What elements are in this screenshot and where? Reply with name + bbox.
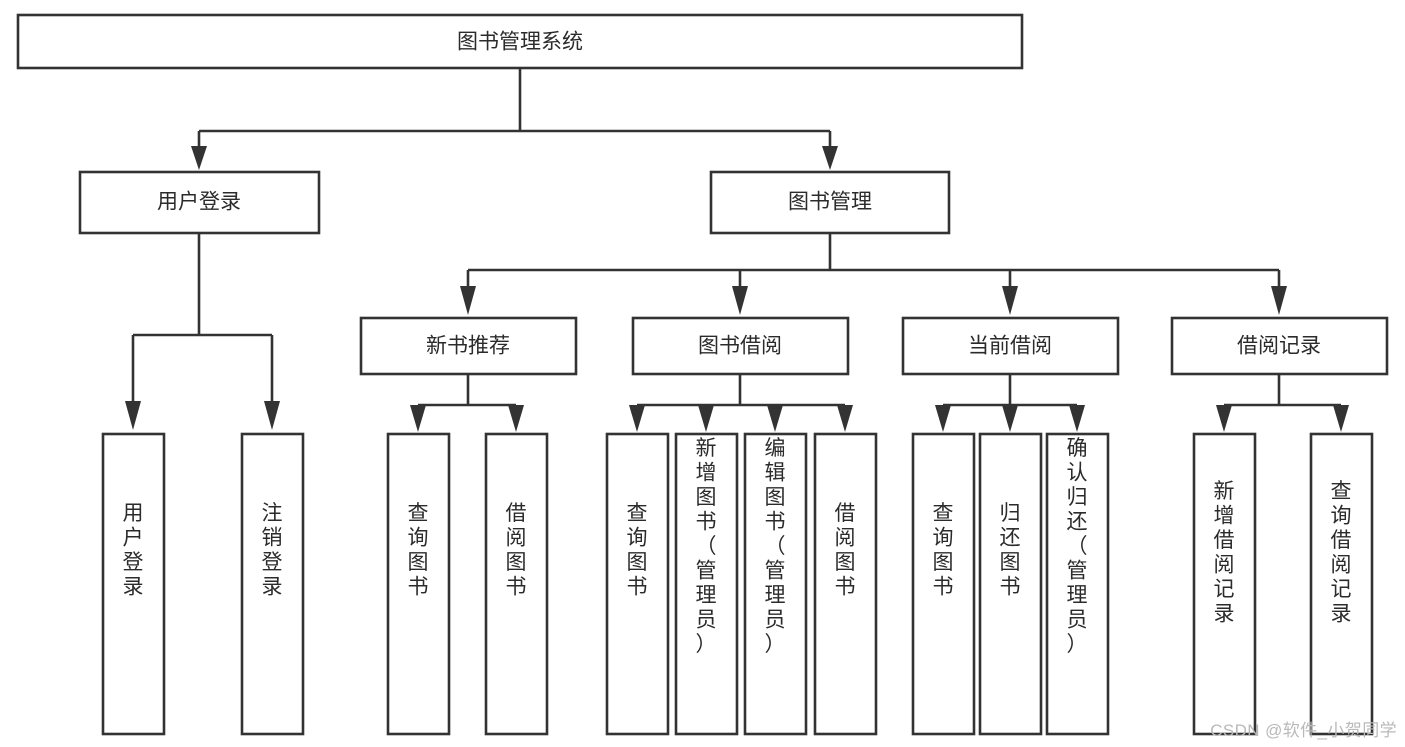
node-book-management[interactable]: 图书管理: [709, 170, 951, 235]
leaf-user-login-logout-box[interactable]: [240, 432, 305, 736]
leaf-record-query-record-label: 查询借阅记录: [1331, 480, 1352, 626]
leaf-borrow-borrow-book[interactable]: 借阅图书: [813, 432, 878, 736]
node-new-book-recommend[interactable]: 新书推荐: [359, 316, 578, 376]
leaf-record-query-record[interactable]: 查询借阅记录: [1309, 432, 1374, 736]
leaf-user-login-login[interactable]: 用户登录: [101, 432, 166, 736]
node-current-borrow-label: 当前借阅: [968, 335, 1052, 358]
leaf-record-add-record[interactable]: 新增借阅记录: [1192, 432, 1257, 736]
node-book-management-label: 图书管理: [788, 191, 872, 214]
leaf-recommend-query-book-label: 查询图书: [408, 502, 429, 599]
arrow-borrow-c2-icon: [698, 405, 714, 432]
arrow-recommend-c2-icon: [508, 405, 524, 432]
leaf-user-login-logout-label: 注销登录: [262, 502, 283, 599]
arrow-book-mgmt-c2-icon: [732, 286, 748, 315]
node-new-book-recommend-label: 新书推荐: [426, 335, 510, 358]
leaf-record-add-record-label: 新增借阅记录: [1214, 480, 1235, 626]
node-root-label: 图书管理系统: [457, 31, 583, 54]
leaf-borrow-query-book[interactable]: 查询图书: [605, 432, 670, 736]
arrow-borrow-c1-icon: [629, 405, 645, 432]
node-book-borrow-label: 图书借阅: [698, 335, 782, 358]
leaf-current-return-book-box[interactable]: [978, 432, 1043, 736]
node-current-borrow-box[interactable]: [901, 316, 1120, 376]
leaf-borrow-add-book-label: 新增图书（管理员）: [696, 437, 717, 656]
arrow-record-c1-icon: [1216, 405, 1232, 432]
leaf-recommend-query-book-box[interactable]: [386, 432, 451, 736]
node-borrow-record-label: 借阅记录: [1237, 335, 1321, 358]
leaf-borrow-edit-book[interactable]: 编辑图书（管理员）: [743, 432, 808, 736]
leaf-current-query-book[interactable]: 查询图书: [911, 432, 976, 736]
arrow-root-to-book-mgmt-icon: [822, 146, 838, 170]
node-user-login[interactable]: 用户登录: [78, 170, 321, 235]
leaf-recommend-borrow-book[interactable]: 借阅图书: [484, 432, 549, 736]
leaf-current-confirm-return-label: 确认归还（管理员）: [1067, 437, 1088, 656]
node-current-borrow[interactable]: 当前借阅: [901, 316, 1120, 376]
leaf-current-return-book[interactable]: 归还图书: [978, 432, 1043, 736]
leaf-current-return-book-label: 归还图书: [1000, 502, 1021, 599]
arrow-book-mgmt-c3-icon: [1002, 286, 1018, 315]
leaf-borrow-borrow-book-label: 借阅图书: [835, 502, 856, 599]
node-borrow-record[interactable]: 借阅记录: [1170, 316, 1389, 376]
arrow-book-mgmt-c4-icon: [1271, 286, 1287, 315]
node-user-login-label: 用户登录: [157, 191, 241, 214]
leaf-borrow-add-book[interactable]: 新增图书（管理员）: [674, 432, 739, 736]
arrow-current-c2-icon: [1002, 405, 1018, 432]
node-book-borrow-box[interactable]: [631, 316, 850, 376]
arrow-current-c3-icon: [1069, 405, 1085, 432]
node-book-management-box[interactable]: [709, 170, 951, 235]
leaf-borrow-borrow-book-box[interactable]: [813, 432, 878, 736]
arrow-borrow-c3-icon: [767, 405, 783, 432]
node-borrow-record-box[interactable]: [1170, 316, 1389, 376]
leaf-current-confirm-return-box[interactable]: [1045, 432, 1110, 736]
leaf-borrow-query-book-label: 查询图书: [627, 502, 648, 599]
leaf-borrow-edit-book-label: 编辑图书（管理员）: [765, 437, 786, 656]
arrow-user-login-child2-icon: [264, 401, 280, 430]
leaf-borrow-query-book-box[interactable]: [605, 432, 670, 736]
leaf-current-confirm-return[interactable]: 确认归还（管理员）: [1045, 432, 1110, 736]
node-new-book-recommend-box[interactable]: [359, 316, 578, 376]
leaf-user-login-logout[interactable]: 注销登录: [240, 432, 305, 736]
node-book-borrow[interactable]: 图书借阅: [631, 316, 850, 376]
leaf-borrow-add-book-box[interactable]: [674, 432, 739, 736]
node-user-login-box[interactable]: [78, 170, 321, 235]
leaf-user-login-login-box[interactable]: [101, 432, 166, 736]
arrow-record-c2-icon: [1333, 405, 1349, 432]
arrow-current-c1-icon: [935, 405, 951, 432]
leaf-recommend-query-book[interactable]: 查询图书: [386, 432, 451, 736]
leaf-user-login-login-label: 用户登录: [123, 502, 144, 599]
arrow-root-to-user-login-icon: [191, 146, 207, 170]
leaf-current-query-book-box[interactable]: [911, 432, 976, 736]
leaf-recommend-borrow-book-label: 借阅图书: [506, 502, 527, 599]
arrow-borrow-c4-icon: [837, 405, 853, 432]
leaf-current-query-book-label: 查询图书: [933, 502, 954, 599]
node-root-box[interactable]: [16, 13, 1024, 70]
arrow-book-mgmt-c1-icon: [460, 286, 476, 315]
csdn-watermark: CSDN @软件_小贺同学: [1210, 721, 1397, 740]
leaf-record-add-record-box[interactable]: [1192, 432, 1257, 736]
leaf-recommend-borrow-book-box[interactable]: [484, 432, 549, 736]
node-root-book-management-system[interactable]: 图书管理系统: [16, 13, 1024, 70]
arrow-user-login-child1-icon: [125, 401, 141, 430]
arrow-recommend-c1-icon: [410, 405, 426, 432]
connector-layer: [125, 68, 1349, 432]
leaf-borrow-edit-book-box[interactable]: [743, 432, 808, 736]
leaf-record-query-record-box[interactable]: [1309, 432, 1374, 736]
